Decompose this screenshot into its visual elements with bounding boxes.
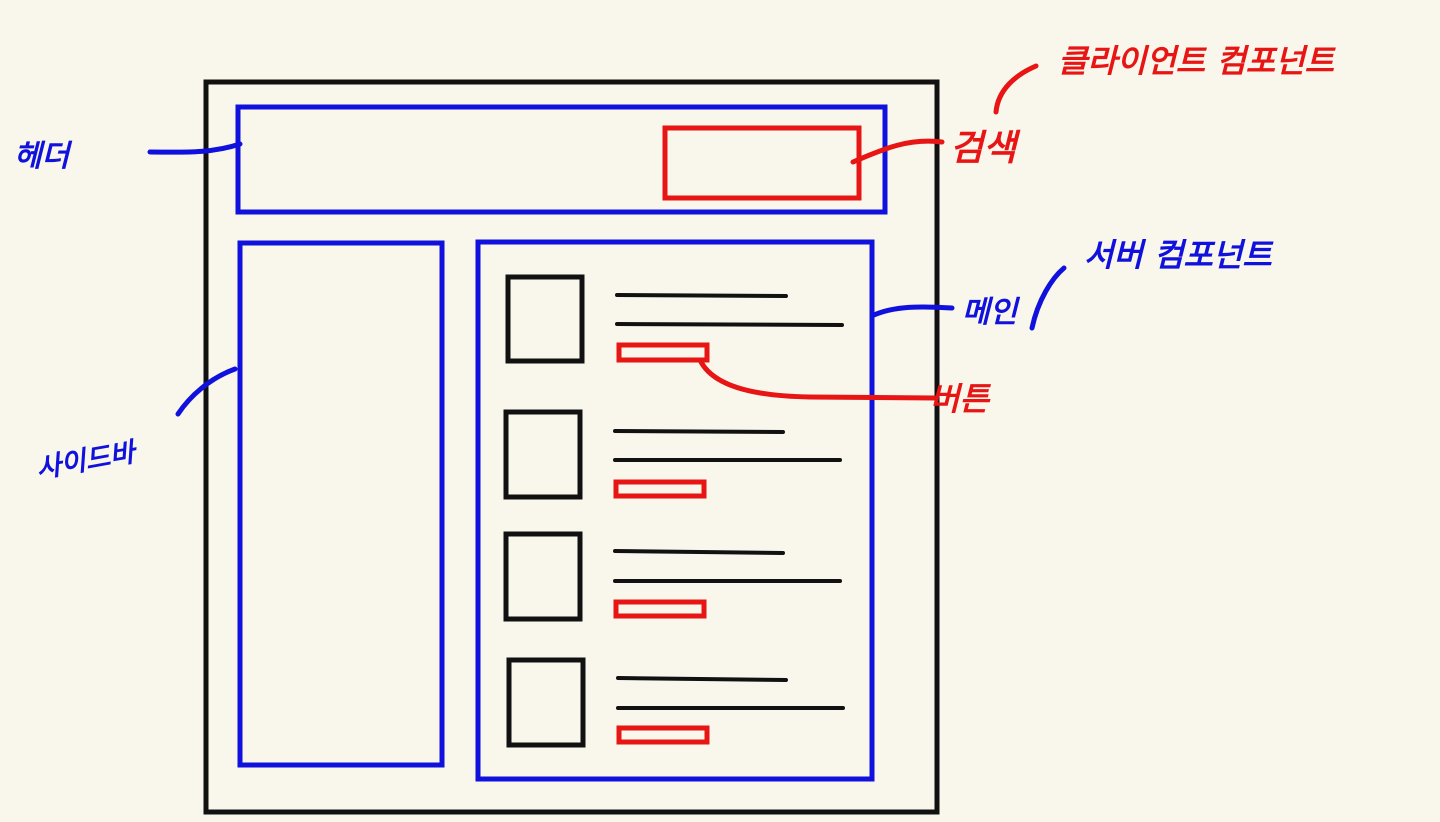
item-title-line <box>615 293 788 298</box>
sidebar-box <box>237 240 445 768</box>
item-button <box>616 342 710 363</box>
item-thumbnail <box>503 409 583 500</box>
server-component-leader-line <box>1029 265 1067 331</box>
item-button <box>613 599 707 619</box>
header-leader-line <box>147 141 243 155</box>
item-thumbnail <box>506 657 586 748</box>
client-component-label: 클라이언트 컴포넌트 <box>1058 42 1337 80</box>
item-thumbnail <box>505 274 585 364</box>
header-box <box>235 104 888 215</box>
page-frame <box>203 79 940 815</box>
list-item <box>503 531 842 622</box>
item-title-line <box>613 429 785 434</box>
client-component-leader-line <box>993 63 1039 115</box>
header-label: 헤더 <box>14 139 73 174</box>
list-item <box>505 274 844 364</box>
main-box <box>475 239 875 782</box>
item-text-line <box>615 322 844 327</box>
item-button <box>613 479 707 499</box>
search-box <box>662 125 862 201</box>
item-title-line <box>616 676 788 682</box>
search-label: 검색 <box>950 128 1021 169</box>
sidebar-leader-line <box>175 366 238 417</box>
list-item <box>506 657 845 748</box>
item-thumbnail <box>503 531 583 622</box>
sidebar-label: 사이드바 <box>34 437 140 485</box>
search-leader-line <box>850 138 945 165</box>
list-item <box>503 409 842 500</box>
item-button <box>616 725 710 745</box>
main-label: 메인 <box>962 295 1021 330</box>
button-leader-line <box>697 357 938 401</box>
main-leader-line <box>871 304 955 318</box>
server-component-label: 서버 컴포넌트 <box>1084 236 1274 274</box>
button-label: 버튼 <box>930 380 991 418</box>
item-title-line <box>613 549 785 555</box>
